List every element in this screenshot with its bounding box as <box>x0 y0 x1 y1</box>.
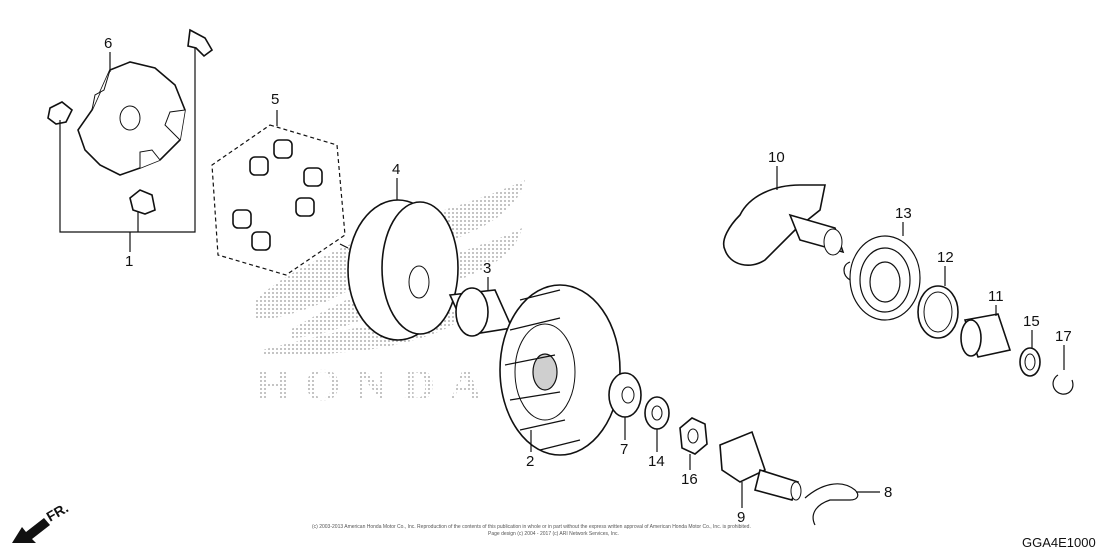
front-indicator: FR. <box>12 499 71 543</box>
honda-watermark-text: HONDA <box>255 359 496 410</box>
callout-5: 5 <box>271 91 279 108</box>
part-6-face-plate <box>77 61 186 176</box>
arrow-down-left-icon <box>12 518 50 543</box>
part-1-clip-left <box>47 101 74 125</box>
part-16-nut <box>679 417 708 455</box>
copyright-line-2: Page design (c) 2004 - 2017 (c) ARI Netw… <box>488 531 619 537</box>
part-15-washer <box>1019 347 1041 377</box>
callout-16: 16 <box>681 471 698 488</box>
part-9-kick-spindle <box>719 430 802 501</box>
callout-14: 14 <box>648 453 665 470</box>
callout-13: 13 <box>895 205 912 222</box>
part-12-ring <box>917 285 959 339</box>
part-4-movable-drive-face <box>339 199 459 341</box>
callout-1: 1 <box>125 253 133 270</box>
callout-15: 15 <box>1023 313 1040 330</box>
callout-2: 2 <box>526 453 534 470</box>
callout-6: 6 <box>104 35 112 52</box>
part-14-washer <box>644 396 670 430</box>
callout-4: 4 <box>392 161 400 178</box>
callout-7: 7 <box>620 441 628 458</box>
part-13-kick-spring <box>843 235 921 321</box>
part-7-spline-plate <box>608 372 642 418</box>
callout-numbers: 6 1 5 4 3 2 7 14 16 9 8 10 13 12 11 15 1… <box>104 35 1072 526</box>
part-3-collar <box>448 287 514 337</box>
part-2-drive-face-fan <box>499 284 621 456</box>
copyright-line-1: (c) 2003-2013 American Honda Motor Co., … <box>312 524 751 530</box>
part-11-bushing <box>960 313 1012 358</box>
part-5-roller-weights <box>211 124 346 276</box>
diagram-code: GGA4E1000 <box>1022 535 1096 550</box>
part-1-clip-bottom <box>129 189 156 215</box>
callout-9: 9 <box>737 509 745 526</box>
part-1-clip-top <box>187 28 214 58</box>
leader-lines <box>59 48 1065 508</box>
front-label: FR. <box>44 499 72 524</box>
part-17-circlip <box>1052 374 1074 395</box>
callout-8: 8 <box>884 484 892 501</box>
part-10-kick-pinion <box>722 184 845 266</box>
callout-17: 17 <box>1055 328 1072 345</box>
callout-12: 12 <box>937 249 954 266</box>
callout-3: 3 <box>483 260 491 277</box>
part-8-clip-spring <box>804 483 859 526</box>
callout-11: 11 <box>988 288 1004 305</box>
callout-10: 10 <box>768 149 785 166</box>
